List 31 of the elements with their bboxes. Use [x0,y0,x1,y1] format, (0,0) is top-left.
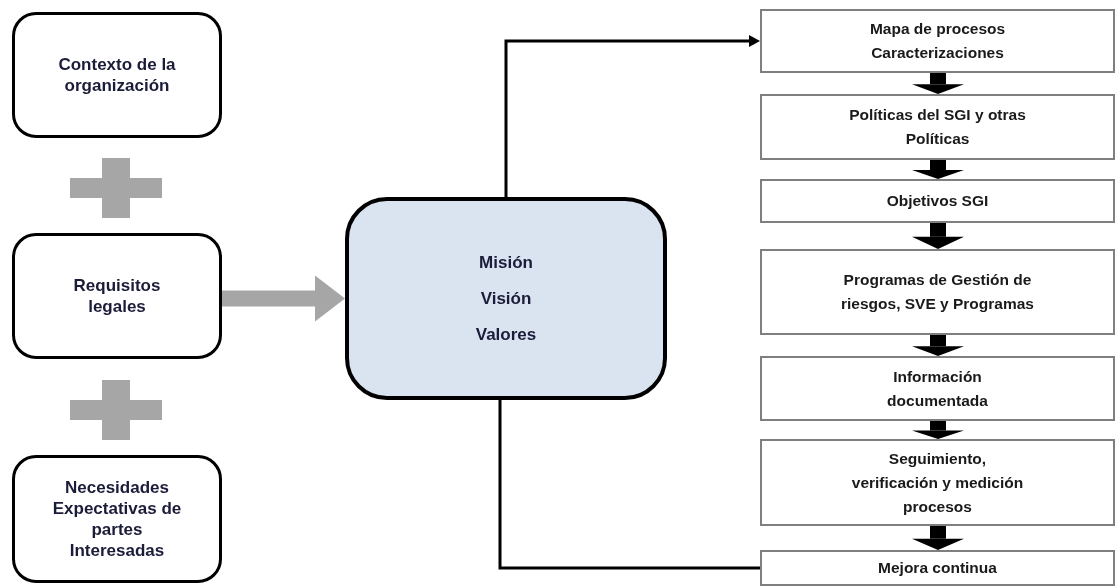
box-label: Información documentada [886,366,989,411]
process-box [760,356,1115,421]
process-box [760,94,1115,160]
box-label: Necesidades Expectativas de partes Interesadas [52,477,182,561]
process-box [760,550,1115,586]
rounded-box [345,197,667,400]
process-box [760,9,1115,73]
rounded-box [12,455,222,583]
block-arrow [912,335,964,356]
box-label: Misión Visión Valores [474,251,538,346]
block-arrow [912,223,964,249]
connector-arrow [504,35,760,197]
process-box [760,249,1115,335]
box-label: Contexto de la organización [57,54,177,96]
block-arrow [912,526,964,550]
box-label: Mapa de procesos Caracterizaciones [868,19,1007,63]
box-label: Programas de Gestión de riesgos, SVE y Programas [840,270,1035,314]
block-arrow [912,160,964,179]
connector-line [498,400,760,570]
box-label: Mejora continua [878,558,997,578]
box-label: Requisitos legales [72,275,162,317]
process-box [760,179,1115,223]
process-box [760,439,1115,526]
block-arrow [222,275,345,322]
box-label: Seguimiento, verificación y medición procesos [850,448,1025,517]
rounded-box [12,233,222,359]
block-arrow [912,421,964,439]
block-arrow [912,73,964,94]
rounded-box [12,12,222,138]
box-label: Objetivos SGI [886,191,989,211]
box-label: Políticas del SGI y otras Políticas [848,105,1027,149]
